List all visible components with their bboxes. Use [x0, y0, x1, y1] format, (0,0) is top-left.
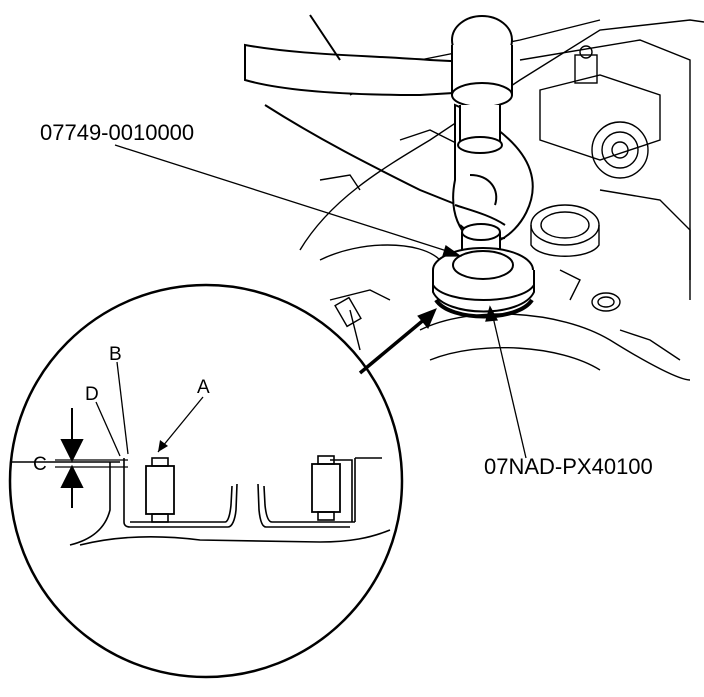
tool-label-bottom: 07NAD-PX40100: [484, 454, 653, 479]
hammer: [244, 15, 513, 108]
detail-circle-border: [8, 283, 404, 679]
callout-a-arrowhead: [158, 440, 168, 452]
callout-label-c: C: [33, 454, 47, 475]
callout-label-b: B: [109, 344, 122, 365]
callout-label-a: A: [197, 377, 210, 398]
attachment-tool: [432, 247, 535, 319]
callout-leaders: [95, 361, 204, 457]
tool-label-top: 07749-0010000: [40, 120, 194, 145]
detail-section-lines: [12, 455, 391, 546]
zoom-connector-arrow: [358, 308, 437, 375]
tool-leaders: [114, 144, 527, 459]
dimension-c-arrows: [60, 408, 84, 508]
transmission-housing: [299, 19, 704, 381]
callout-label-d: D: [85, 384, 99, 405]
detail-view: [8, 283, 404, 679]
